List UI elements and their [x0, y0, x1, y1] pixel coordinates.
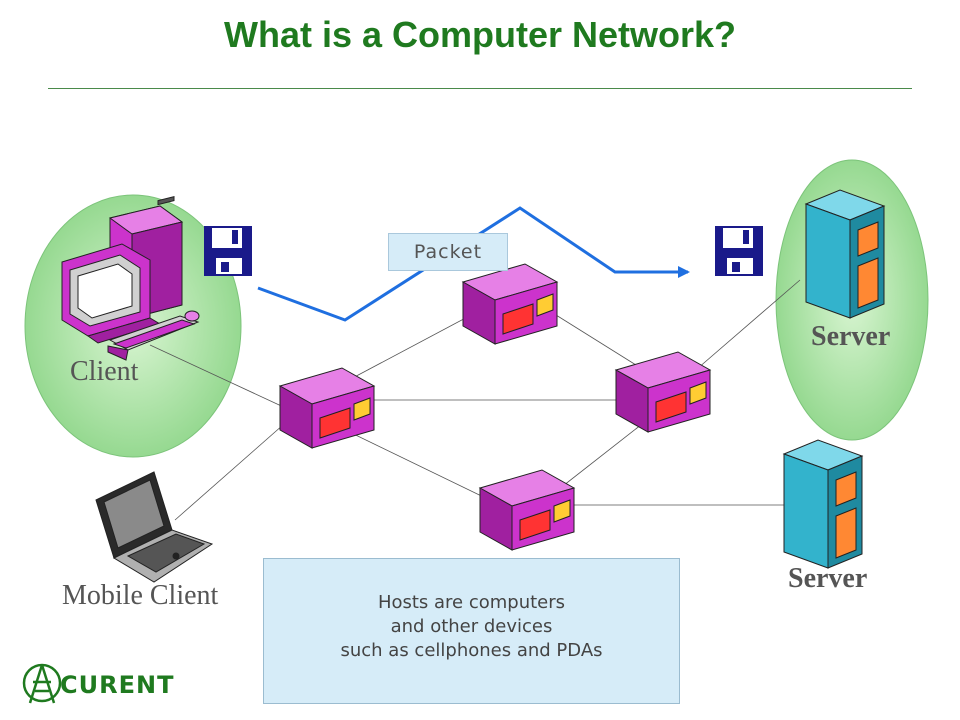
note-line: and other devices	[390, 616, 553, 637]
link-client-router1	[149, 344, 291, 411]
logo-text: CURENT	[60, 671, 174, 699]
router-icon	[461, 263, 559, 345]
curent-logo: CURENT	[22, 663, 174, 704]
server-icon	[804, 189, 886, 319]
router-icon	[614, 351, 712, 433]
laptop-icon	[95, 471, 214, 583]
desktop-computer-icon	[61, 195, 200, 361]
mobile-client-label: Mobile Client	[62, 580, 219, 611]
server-label-bottom: Server	[788, 563, 868, 594]
server-icon	[782, 439, 864, 569]
client-label: Client	[70, 356, 139, 387]
floppy-disk-icon	[204, 226, 252, 276]
packet-label: Packet	[388, 233, 508, 271]
server-label-top: Server	[811, 321, 891, 352]
link-router1-router4	[334, 424, 501, 506]
hosts-note-box: Hosts are computers and other devices su…	[263, 558, 680, 704]
router-icon	[478, 469, 576, 551]
tower-icon	[22, 663, 62, 704]
floppy-disk-icon	[715, 226, 763, 276]
note-line: such as cellphones and PDAs	[340, 640, 603, 661]
packet-path-arrowhead	[678, 266, 690, 278]
note-line: Hosts are computers	[377, 592, 566, 613]
network-links	[149, 279, 801, 521]
slide-title: What is a Computer Network?	[223, 14, 737, 55]
packet-path	[257, 206, 688, 322]
link-router3-server1	[689, 279, 801, 376]
router-icon	[278, 367, 376, 449]
link-mobile-router1	[174, 409, 301, 521]
title-divider	[48, 88, 912, 89]
